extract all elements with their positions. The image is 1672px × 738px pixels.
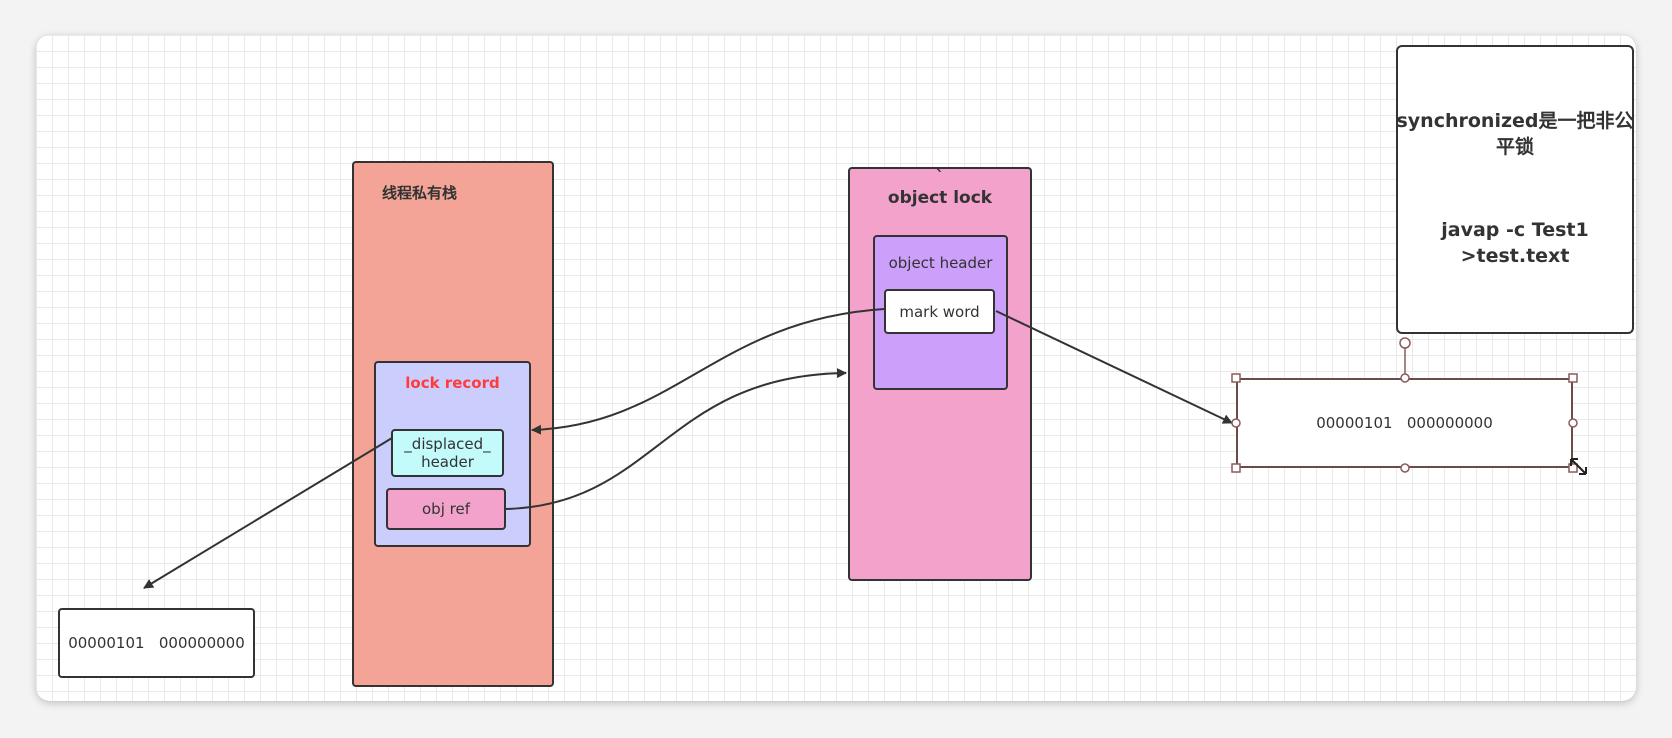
thread-stack-title: 线程私有栈 (381, 184, 457, 202)
note-text-synchronized: synchronized是一把非公平锁 (1396, 110, 1634, 158)
resize-cursor-icon (1570, 458, 1587, 475)
resize-handle-top[interactable] (1400, 373, 1410, 383)
resize-handle-top-right[interactable] (1568, 373, 1578, 383)
bits-box-left[interactable]: 00000101 000000000 (58, 608, 255, 678)
displaced-header-label-line1: _displaced_ (404, 435, 491, 453)
obj-ref-label: obj ref (422, 500, 470, 518)
resize-handle-bottom-left[interactable] (1231, 463, 1241, 473)
bits-right-label: 00000101 000000000 (1316, 414, 1493, 432)
arrow-displaced-to-left-bits[interactable] (143, 437, 393, 589)
note-box[interactable] (1396, 45, 1634, 334)
mark-word-box[interactable]: mark word (884, 289, 995, 334)
displaced-header-box[interactable]: _displaced_ header (391, 429, 504, 477)
object-lock-tick-mark: ` (936, 167, 944, 186)
obj-ref-box[interactable]: obj ref (386, 488, 506, 530)
object-lock-title: object lock (887, 188, 993, 208)
diagram-canvas[interactable]: 线程私有栈 lock record _displaced_ header obj… (36, 35, 1636, 701)
resize-handle-right[interactable] (1568, 418, 1578, 428)
arrow-mark-word-to-displaced[interactable] (531, 308, 885, 435)
object-header-title: object header (888, 254, 993, 272)
lock-record-title: lock record (405, 374, 500, 392)
resize-handle-bottom-right[interactable] (1568, 463, 1578, 473)
note-text-javap: javap -c Test1 >test.text (1441, 219, 1589, 267)
bits-box-right-selected[interactable]: 00000101 000000000 (1236, 378, 1573, 468)
resize-handle-left[interactable] (1231, 418, 1241, 428)
connector-layer (143, 308, 1587, 589)
resize-handle-top-left[interactable] (1231, 373, 1241, 383)
resize-handle-bottom[interactable] (1400, 463, 1410, 473)
bits-left-label: 00000101 000000000 (68, 634, 245, 652)
displaced-header-label-line2: header (421, 453, 474, 471)
arrow-mark-word-to-right-bits[interactable] (995, 310, 1233, 424)
selection-handles[interactable] (1231, 337, 1578, 473)
arrow-obj-ref-to-object-lock[interactable] (505, 368, 847, 510)
mark-word-label: mark word (899, 302, 980, 321)
rotate-handle[interactable] (1399, 337, 1411, 349)
